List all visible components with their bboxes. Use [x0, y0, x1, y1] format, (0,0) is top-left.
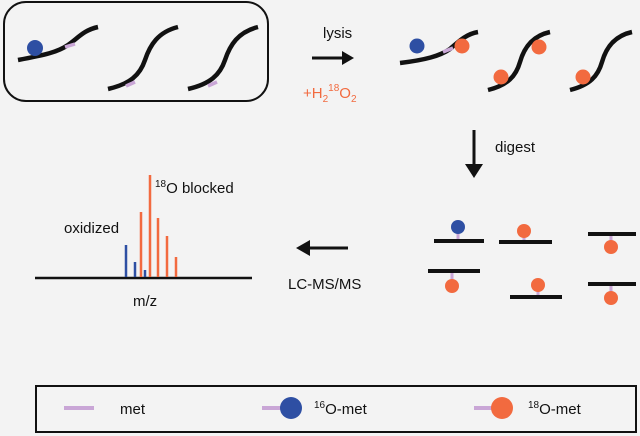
lysed-protein-1 [399, 29, 479, 66]
svg-text:met: met [120, 401, 146, 418]
svg-text:18O-met: 18O-met [528, 400, 582, 418]
lysed-protein-3 [569, 29, 633, 93]
lysis-label: lysis [323, 25, 352, 42]
arrow-down-head [465, 164, 483, 178]
lysed-protein-2 [487, 29, 551, 93]
protein-in-cell-3 [187, 24, 259, 92]
legend-box [35, 385, 637, 433]
svg-text:16O-met: 16O-met [314, 400, 368, 418]
arrow-right-head [342, 51, 354, 65]
digest-label: digest [495, 139, 536, 156]
peptides [428, 220, 636, 305]
lcms-label: LC-MS/MS [288, 276, 361, 293]
arrow-left-head [296, 240, 310, 256]
protein-in-cell-2 [107, 24, 179, 92]
legend-met: met [64, 401, 146, 418]
legend-18o-met: 18O-met [474, 397, 582, 419]
oxidized-label: oxidized [64, 220, 119, 237]
h2o2-label: +H218O2 [303, 83, 357, 105]
legend-16o-met: 16O-met [262, 397, 368, 419]
protein-in-cell-1 [17, 24, 99, 63]
mass-spectrum [35, 175, 252, 280]
blocked-label: 18O blocked [155, 179, 234, 197]
mz-label: m/z [133, 293, 157, 310]
cell-box [3, 1, 269, 102]
